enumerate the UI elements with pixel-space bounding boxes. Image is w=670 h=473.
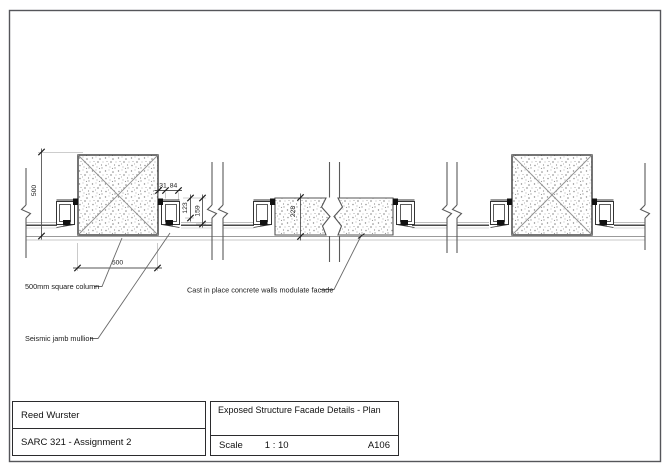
mullion-left-of-right-column <box>490 198 513 228</box>
right-column <box>511 154 593 236</box>
dimension-31-84: 31 84 <box>154 183 183 200</box>
leader-column-note <box>94 237 123 287</box>
sheet-border <box>8 9 662 463</box>
note-mullion: Seismic jamb mullion <box>25 334 94 343</box>
glazing-lines <box>26 222 645 229</box>
mullion-left-of-left-column <box>56 198 79 228</box>
dim-label-500-vertical: 500 <box>31 185 38 197</box>
leader-wall-note <box>320 235 362 290</box>
dimension-column-width: 500 <box>73 243 162 272</box>
note-wall: Cast in place concrete walls modulate fa… <box>187 286 333 295</box>
mullion-left-of-wall <box>253 198 276 228</box>
dimension-wall-228: 228 <box>290 193 305 241</box>
title-block-right: Exposed Structure Facade Details - Plan … <box>210 401 399 456</box>
wall-break-lines <box>20 162 651 262</box>
scale-label: Scale <box>219 440 243 451</box>
title-block-left: Reed Wurster SARC 321 - Assignment 2 <box>12 401 206 456</box>
mullion-right-of-left-column <box>157 198 180 228</box>
author-name: Reed Wurster <box>21 409 80 421</box>
dimension-column-height: 500 <box>31 148 83 240</box>
note-column: 500mm square column <box>25 282 99 291</box>
scale-value: 1 : 10 <box>264 440 289 451</box>
dim-label-31: 31 <box>159 183 167 190</box>
dim-label-228: 228 <box>290 206 297 218</box>
leader-mullion-note <box>90 232 171 339</box>
dim-label-500-horizontal: 500 <box>112 260 124 267</box>
drawing-title: Exposed Structure Facade Details - Plan <box>218 405 381 415</box>
leader-lines <box>90 232 365 339</box>
sheet-number: A106 <box>367 440 390 451</box>
mullion-right-of-right-column <box>591 198 614 228</box>
concrete-wall-right-segment <box>333 197 394 236</box>
dim-label-159: 159 <box>195 205 202 217</box>
mullion-right-of-wall <box>392 198 415 228</box>
dim-label-84: 84 <box>170 183 178 190</box>
project-name: SARC 321 - Assignment 2 <box>13 428 205 455</box>
facade-face-lines <box>26 236 645 241</box>
left-column <box>77 154 159 236</box>
dimension-123-159: 123 159 <box>182 194 207 228</box>
concrete-wall-left-segment <box>274 197 331 236</box>
dim-label-123: 123 <box>182 202 189 214</box>
